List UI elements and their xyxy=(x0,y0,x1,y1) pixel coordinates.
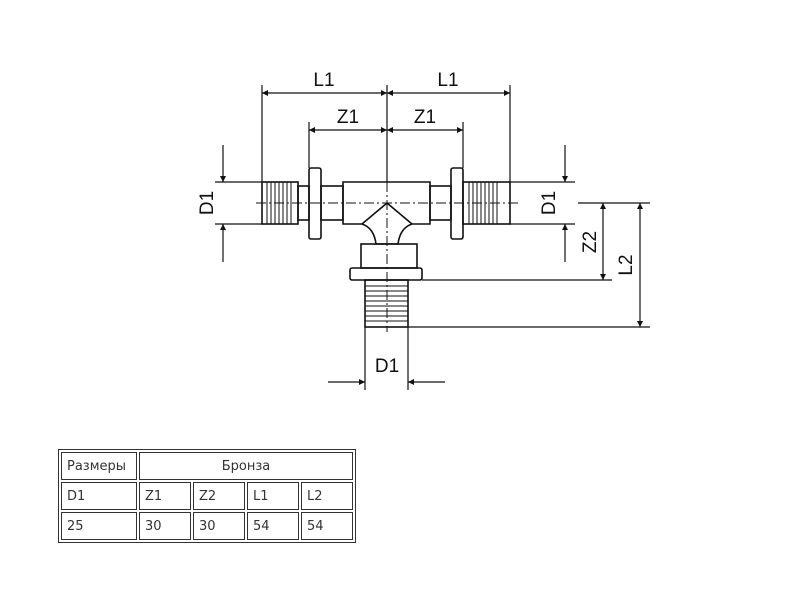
label-d1-left: D1 xyxy=(197,191,218,215)
table-cell: L1 xyxy=(247,482,299,510)
label-l1-right: L1 xyxy=(437,70,458,91)
label-z2: Z2 xyxy=(580,231,601,253)
label-z1-right: Z1 xyxy=(414,107,436,128)
table-cell: Z1 xyxy=(139,482,191,510)
dimensions-table: Размеры Бронза D1 Z1 Z2 L1 L2 25 30 30 5… xyxy=(58,449,356,543)
label-d1-bottom: D1 xyxy=(375,356,399,377)
table-cell: 54 xyxy=(301,512,353,540)
label-d1-right: D1 xyxy=(539,191,560,215)
header-bronze: Бронза xyxy=(139,452,353,480)
table-cell: Z2 xyxy=(193,482,245,510)
label-l2: L2 xyxy=(616,254,637,275)
table-cell: 54 xyxy=(247,512,299,540)
table-cell: 30 xyxy=(193,512,245,540)
table-header-row: Размеры Бронза xyxy=(61,452,353,480)
label-l1-left: L1 xyxy=(313,70,334,91)
header-sizes: Размеры xyxy=(61,452,137,480)
label-z1-left: Z1 xyxy=(337,107,359,128)
table-cell: 30 xyxy=(139,512,191,540)
table-cell: L2 xyxy=(301,482,353,510)
table-row: D1 Z1 Z2 L1 L2 xyxy=(61,482,353,510)
table-row: 25 30 30 54 54 xyxy=(61,512,353,540)
tee-fitting-drawing: L1 L1 Z1 Z1 D1 D1 Z2 L2 D1 xyxy=(197,70,650,390)
table-cell: 25 xyxy=(61,512,137,540)
table-cell: D1 xyxy=(61,482,137,510)
